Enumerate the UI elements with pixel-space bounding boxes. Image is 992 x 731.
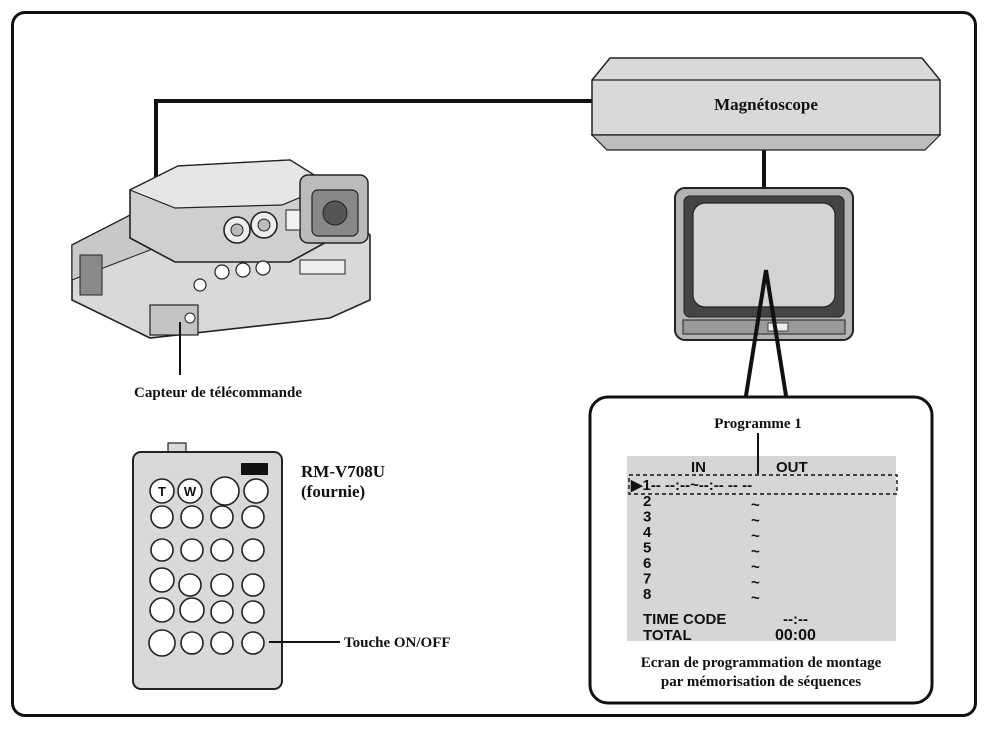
program-screen-callout: Programme 1 IN OUT ▶1-- --:--~--:-- -- -…: [588, 395, 934, 705]
remote-button[interactable]: [150, 505, 174, 529]
remote-note: (fournie): [301, 482, 365, 501]
program-row-3: 3: [643, 509, 651, 526]
row-tilde: ~: [751, 528, 760, 545]
remote-button[interactable]: [210, 600, 234, 624]
sensor-label: Capteur de télécommande: [134, 385, 302, 401]
remote-button[interactable]: [241, 538, 265, 562]
total-value: 00:00: [775, 627, 816, 644]
row-tilde: ~: [751, 544, 760, 561]
row-tilde: ~: [751, 590, 760, 607]
remote-button[interactable]: [243, 478, 269, 504]
zoom-line-right: [764, 269, 789, 403]
remote-button[interactable]: [148, 629, 176, 657]
col-in-header: IN: [691, 459, 706, 476]
program-row-6: 6: [643, 555, 651, 572]
row-tilde: ~: [751, 559, 760, 576]
program-row-2: 2: [643, 493, 651, 510]
vcr-label: Magnétoscope: [714, 95, 818, 114]
onoff-label: Touche ON/OFF: [344, 635, 451, 651]
remote-button[interactable]: [180, 631, 204, 655]
remote-button[interactable]: [210, 631, 234, 655]
caption-line-2: par mémorisation de séquences: [661, 674, 861, 690]
remote-control: T W: [132, 442, 283, 690]
remote-button[interactable]: [180, 538, 204, 562]
remote-button-t[interactable]: [149, 478, 175, 504]
row-tilde: ~: [751, 497, 760, 514]
remote-t-label: T: [158, 484, 166, 499]
row-tilde: ~: [751, 575, 760, 592]
page-frame: [11, 11, 977, 717]
remote-button[interactable]: [241, 600, 265, 624]
total-label: TOTAL: [643, 627, 692, 644]
tv-monitor: [674, 187, 854, 341]
remote-button[interactable]: [178, 573, 202, 597]
col-out-header: OUT: [776, 459, 808, 476]
timecode-label: TIME CODE: [643, 611, 726, 628]
remote-button[interactable]: [210, 538, 234, 562]
remote-button[interactable]: [210, 505, 234, 529]
row-tilde: ~: [751, 513, 760, 530]
program-label: Programme 1: [714, 416, 802, 432]
remote-button[interactable]: [180, 505, 204, 529]
remote-button[interactable]: [149, 597, 175, 623]
remote-button[interactable]: [210, 476, 240, 506]
remote-button[interactable]: [241, 505, 265, 529]
program-row-5: 5: [643, 540, 651, 557]
remote-button[interactable]: [150, 538, 174, 562]
program-row-4: 4: [643, 524, 652, 541]
remote-button[interactable]: [210, 573, 234, 597]
camcorder: [71, 159, 371, 339]
program-row-7: 7: [643, 571, 651, 588]
remote-button[interactable]: [179, 597, 205, 623]
remote-button-w[interactable]: [177, 478, 203, 504]
remote-model: RM-V708U: [301, 462, 385, 481]
remote-w-label: W: [184, 484, 197, 499]
onoff-button[interactable]: [241, 631, 265, 655]
cable-camera-vcr: [154, 99, 600, 190]
remote-button[interactable]: [241, 573, 265, 597]
program-rows: 2 ~3 ~4 ~5 ~6 ~7 ~8 ~: [643, 493, 760, 607]
program-row-1: ▶1-- --:--~--:-- -- --: [630, 477, 752, 494]
zoom-line-left: [743, 269, 768, 403]
caption-line-1: Ecran de programmation de montage: [641, 655, 882, 671]
timecode-value: --:--: [783, 611, 808, 628]
program-row-8: 8: [643, 586, 651, 603]
remote-button[interactable]: [149, 567, 175, 593]
vcr-device: Magnétoscope: [590, 57, 942, 151]
